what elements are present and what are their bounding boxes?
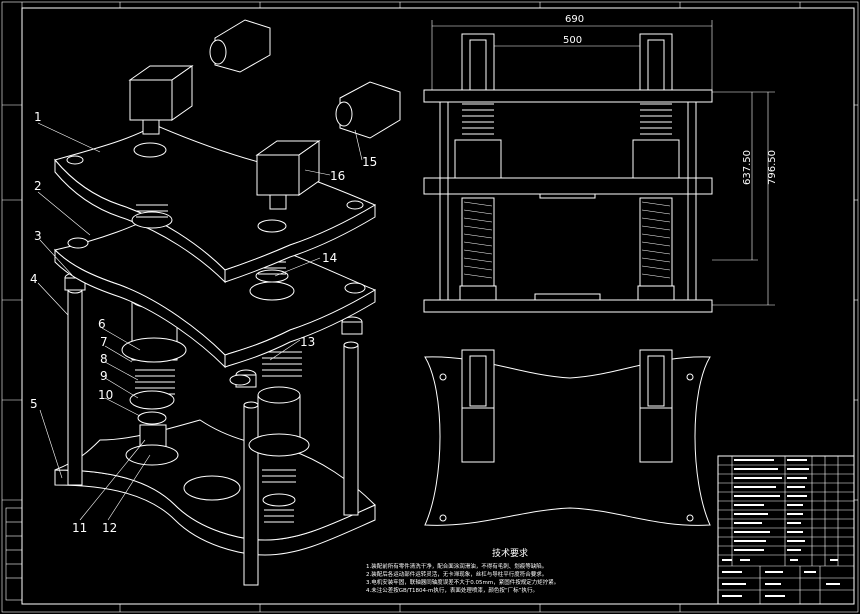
label-part-5: 5 — [30, 397, 38, 411]
label-part-8: 8 — [100, 352, 108, 366]
tech-note-4: 4.未注公差按GB/T1804-m执行，表面处理喷漆，颜色按“厂标”执行。 — [366, 586, 538, 594]
label-part-4: 4 — [30, 272, 38, 286]
isometric-assembly-view: 1 2 3 4 5 6 7 8 9 10 11 12 13 14 15 16 — [30, 19, 401, 586]
label-part-6: 6 — [98, 317, 106, 331]
label-part-3: 3 — [34, 229, 42, 243]
lower-screw-right — [229, 351, 310, 523]
dim-inner-width: 500 — [563, 35, 582, 46]
top-plan-view — [424, 349, 711, 526]
label-part-12: 12 — [102, 521, 117, 535]
label-part-1: 1 — [34, 110, 42, 124]
base-disc — [183, 475, 241, 501]
tech-note-2: 2.装配后各运动部件运转灵活，无卡滞现象，丝杠与导柱平行度符合要求。 — [366, 570, 547, 578]
motor-right — [255, 140, 321, 210]
dim-height-total: 796.50 — [767, 150, 778, 185]
label-part-15: 15 — [362, 155, 377, 169]
top-view-plate-outline — [424, 356, 711, 526]
label-part-10: 10 — [98, 388, 113, 402]
label-part-13: 13 — [300, 335, 315, 349]
dim-outer-width: 690 — [565, 14, 584, 25]
label-part-2: 2 — [34, 179, 42, 193]
label-part-9: 9 — [100, 369, 108, 383]
front-middle-plate — [423, 177, 713, 195]
label-part-16: 16 — [330, 169, 345, 183]
dim-height-upper: 637.50 — [742, 150, 753, 185]
technical-requirements: 技术要求 1.装配前所有零件清洗干净，配合面涂润滑油，不得有毛刺、划痕等缺陷。 … — [366, 547, 559, 594]
motor-exploded-top — [209, 19, 271, 73]
tech-note-1: 1.装配前所有零件清洗干净，配合面涂润滑油，不得有毛刺、划痕等缺陷。 — [366, 562, 547, 570]
motor-left — [128, 65, 194, 135]
tech-note-3: 3.电机安装牢固，联轴器同轴度误差不大于0.05mm，紧固件按规定力矩拧紧。 — [366, 578, 559, 586]
leader-lines — [37, 122, 363, 521]
front-elevation-view: 690 500 637.50 796.50 — [423, 14, 778, 313]
inner-border — [21, 7, 855, 605]
label-part-14: 14 — [322, 251, 337, 265]
front-base-plate — [423, 299, 713, 313]
title-block-and-bom — [717, 455, 855, 605]
motor-exploded-right — [335, 81, 401, 139]
tech-requirements-title: 技术要求 — [492, 547, 528, 559]
label-part-7: 7 — [100, 335, 108, 349]
label-part-11: 11 — [72, 521, 87, 535]
front-top-plate — [423, 89, 713, 103]
side-stamp — [5, 507, 23, 601]
